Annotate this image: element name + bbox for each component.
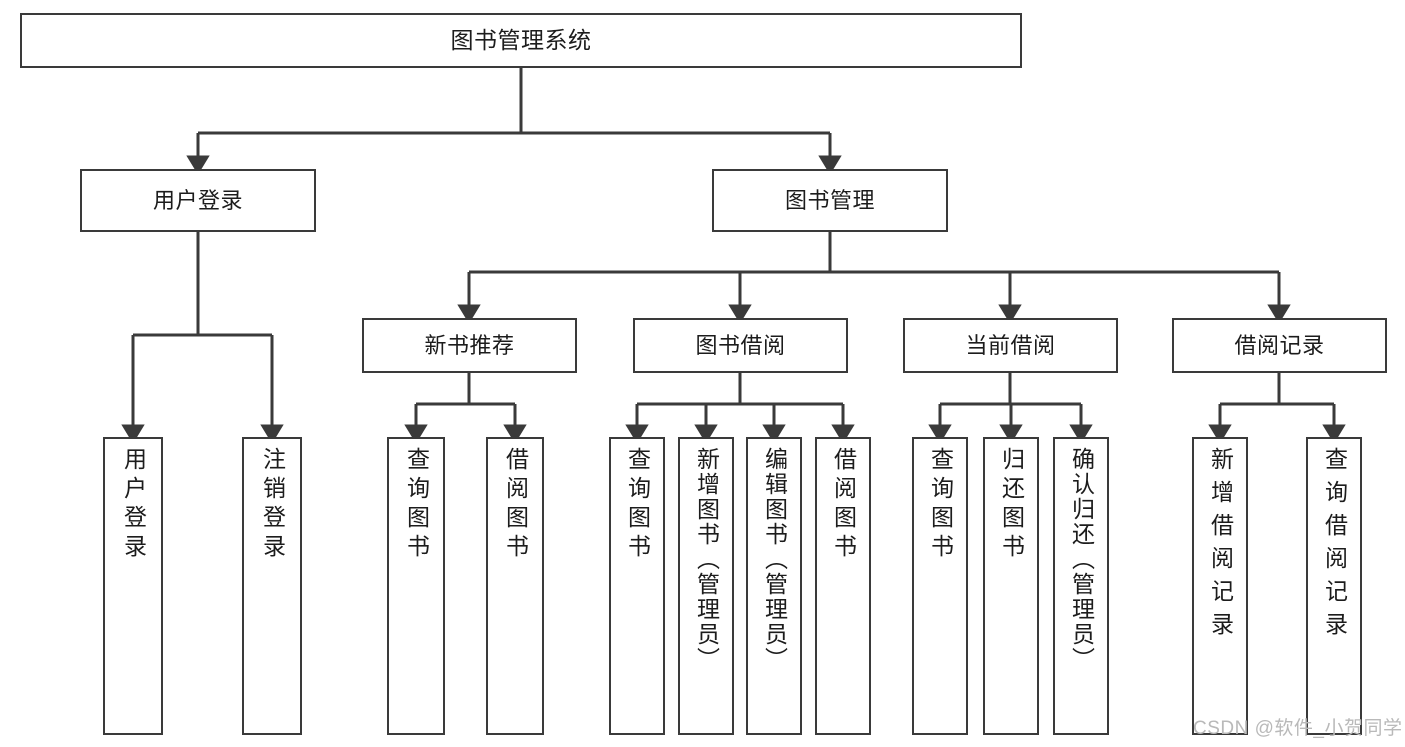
node-label: 借阅图书 <box>502 447 529 563</box>
node-leaf-add-book-admin[interactable]: 新增图书（管理员） <box>678 437 734 735</box>
node-label: 编辑图书（管理员） <box>761 447 788 672</box>
node-leaf-query-borrow-record[interactable]: 查询借阅记录 <box>1306 437 1362 735</box>
node-new-book-recommendation[interactable]: 新书推荐 <box>362 318 577 373</box>
node-label: 用户登录 <box>152 187 243 213</box>
node-label: 确认归还（管理员） <box>1068 447 1095 672</box>
node-current-borrowing[interactable]: 当前借阅 <box>903 318 1118 373</box>
node-label: 新增图书（管理员） <box>693 447 720 672</box>
node-leaf-query-book-recommendation[interactable]: 查询图书 <box>387 437 445 735</box>
node-label: 查询图书 <box>624 447 651 563</box>
node-leaf-borrow-book-recommendation[interactable]: 借阅图书 <box>486 437 544 735</box>
node-leaf-return-book[interactable]: 归还图书 <box>983 437 1039 735</box>
node-label: 图书借阅 <box>695 332 786 358</box>
node-leaf-query-book-current[interactable]: 查询图书 <box>912 437 968 735</box>
csdn-watermark: CSDN @软件_小贺同学 <box>1193 718 1403 739</box>
node-leaf-confirm-return-admin[interactable]: 确认归还（管理员） <box>1053 437 1109 735</box>
node-leaf-edit-book-admin[interactable]: 编辑图书（管理员） <box>746 437 802 735</box>
node-leaf-user-login[interactable]: 用户登录 <box>103 437 163 735</box>
node-user-login[interactable]: 用户登录 <box>80 169 316 232</box>
node-leaf-borrow-book[interactable]: 借阅图书 <box>815 437 871 735</box>
node-leaf-logout[interactable]: 注销登录 <box>242 437 302 735</box>
node-root-book-management-system[interactable]: 图书管理系统 <box>20 13 1022 68</box>
node-label: 当前借阅 <box>965 332 1056 358</box>
node-leaf-add-borrow-record[interactable]: 新增借阅记录 <box>1192 437 1248 735</box>
node-label: 归还图书 <box>998 447 1025 563</box>
node-book-borrowing[interactable]: 图书借阅 <box>633 318 848 373</box>
node-book-management[interactable]: 图书管理 <box>712 169 948 232</box>
node-label: 图书管理系统 <box>450 27 592 54</box>
node-label: 查询借阅记录 <box>1321 447 1348 645</box>
node-label: 借阅记录 <box>1234 332 1325 358</box>
node-label: 图书管理 <box>784 187 875 213</box>
node-label: 新书推荐 <box>424 332 515 358</box>
node-label: 借阅图书 <box>830 447 857 563</box>
node-label: 用户登录 <box>120 447 147 563</box>
node-label: 注销登录 <box>259 447 286 563</box>
node-label: 查询图书 <box>403 447 430 563</box>
node-borrowing-records[interactable]: 借阅记录 <box>1172 318 1387 373</box>
node-leaf-query-book-borrowing[interactable]: 查询图书 <box>609 437 665 735</box>
node-label: 查询图书 <box>927 447 954 563</box>
node-label: 新增借阅记录 <box>1207 447 1234 645</box>
